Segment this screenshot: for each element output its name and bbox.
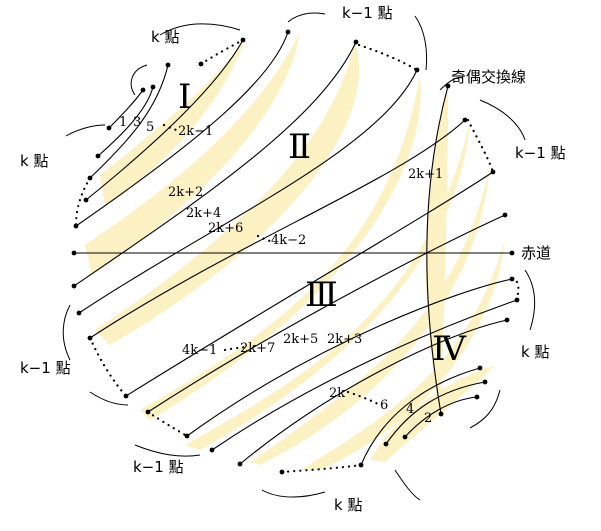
curve [89,119,466,339]
endpoint-label: 2k−1 [178,124,213,139]
curve [147,214,506,413]
curves [73,31,518,466]
curve [239,319,508,465]
endpoint-labels: 1 3 5 2k−1 2k+2 2k+4 2k+6 4k−2 2k+1 4k−1… [119,115,443,426]
endpoint-label: 5 [146,120,154,135]
curve [211,299,518,451]
curve [73,41,357,287]
group-label-k-right: k 點 [521,343,549,361]
endpoint-label: 2k [329,386,345,401]
region-4-label: Ⅳ [432,331,467,368]
equator-label: 赤道 [521,244,551,262]
curve [404,396,478,438]
endpoint-label: 1 [119,115,127,130]
endpoint-label: 2 [424,411,432,426]
curve [108,89,144,129]
curve [97,86,154,157]
endpoint-label: 4k−2 [271,233,306,248]
curve [85,39,244,201]
strip-3 [95,42,360,345]
endpoint-label: 2k+3 [327,332,362,347]
strip-1 [100,40,245,205]
curve [125,171,494,397]
endpoint-label: 6 [380,398,388,413]
curve [75,31,289,227]
endpoint-label: 2k+5 [283,332,318,347]
region-3-label: Ⅲ [305,277,338,314]
region-2-label: Ⅱ [288,129,311,166]
curve [360,367,481,466]
endpoint-label: 4 [406,402,414,417]
boundary-arcs [62,12,535,501]
endpoint-label: 2k+4 [186,206,221,221]
group-label-k1-top: k−1 點 [342,4,393,22]
endpoint-label: 2k+7 [240,341,275,356]
endpoint-label: 2k+2 [168,185,203,200]
group-label-k1-bottom: k−1 點 [133,458,184,476]
endpoint-dots [71,29,520,475]
strip-2 [85,32,300,275]
parity-switch-line [426,85,449,415]
curve [186,278,513,437]
parity-switch-label: 奇偶交換線 [451,68,526,86]
endpoint-label: 3 [133,115,141,130]
curve [385,381,486,445]
region-1-label: Ⅰ [178,79,191,116]
group-label-k-bottom: k 點 [334,496,362,514]
dotted-connectors [74,38,520,474]
endpoint-label: 2k+6 [208,221,243,236]
endpoint-label: 2k+1 [408,167,443,182]
group-label-k1-right-top: k−1 點 [515,144,566,162]
curve [89,64,169,179]
curve [78,69,418,314]
group-label-k-top-left: k 點 [151,28,179,46]
shaded-strips [85,32,505,470]
group-label-k1-left: k−1 點 [20,359,71,377]
endpoint-label: 4k−1 [182,343,217,358]
group-label-k-left: k 點 [20,152,48,170]
